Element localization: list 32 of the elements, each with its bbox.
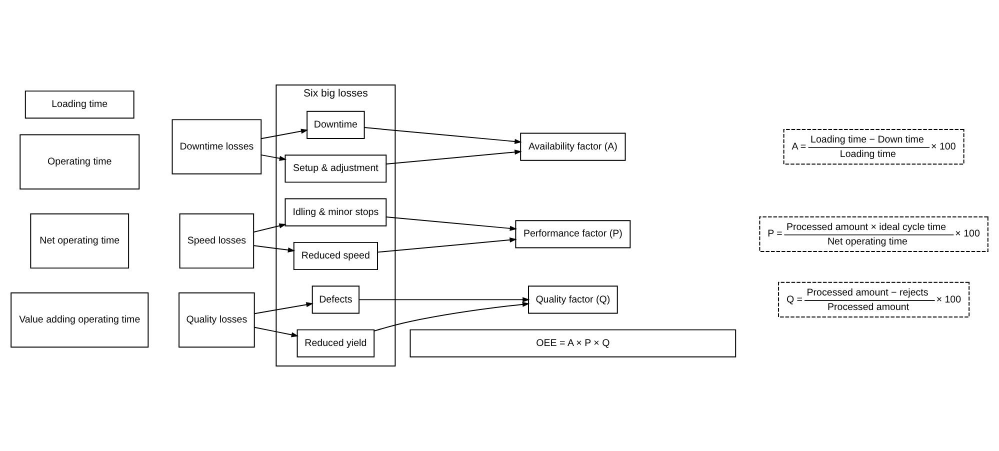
node-box: A = Loading time − Down time × 100 Loading time bbox=[783, 128, 964, 165]
node-box: Availability factor (A) bbox=[520, 132, 626, 161]
arrow bbox=[254, 326, 299, 338]
node-box: Downtime bbox=[306, 110, 365, 139]
node-box: P = Processed amount × ideal cycle time × 100 Net operating time bbox=[759, 216, 988, 252]
node-box: Value adding operating time bbox=[10, 292, 149, 348]
arrow bbox=[374, 302, 530, 332]
arrow bbox=[386, 150, 522, 164]
arrow bbox=[358, 297, 530, 302]
node-box: OEE = A × P × Q bbox=[410, 329, 736, 358]
node-box: Defects bbox=[312, 286, 360, 314]
node-box: Speed losses bbox=[179, 213, 254, 269]
node-box: Reduced speed bbox=[293, 242, 378, 270]
node-box: Setup & adjustment bbox=[284, 154, 387, 183]
node-box: Quality factor (Q) bbox=[528, 286, 618, 314]
node-box: Quality losses bbox=[178, 292, 255, 348]
arrow bbox=[364, 127, 522, 144]
node-box: Q = Processed amount − rejects × 100 Processed amount bbox=[778, 282, 970, 318]
arrow bbox=[386, 216, 518, 231]
node-box: Downtime losses bbox=[172, 119, 262, 174]
node-box: Idling & minor stops bbox=[284, 198, 387, 226]
node-box: Operating time bbox=[20, 134, 140, 190]
node-box: Performance factor (P) bbox=[515, 220, 631, 248]
arrow bbox=[260, 128, 308, 140]
arrow bbox=[377, 237, 517, 253]
arrow bbox=[254, 302, 314, 314]
node-box: Net operating time bbox=[30, 213, 130, 269]
node-box: Loading time bbox=[24, 90, 134, 119]
arrow bbox=[260, 154, 287, 161]
arrow bbox=[253, 223, 286, 233]
arrow bbox=[253, 245, 296, 252]
node-box: Reduced yield bbox=[296, 329, 375, 358]
